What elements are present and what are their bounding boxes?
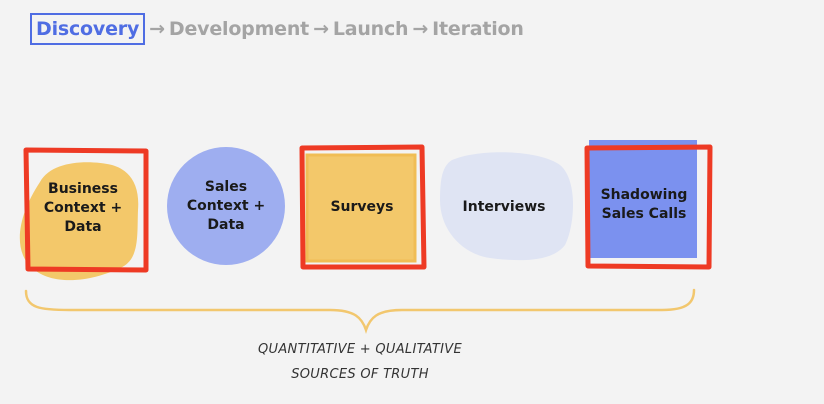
node-label-shadowing: Shadowing Sales Calls: [600, 187, 688, 222]
node-label-sales-context: Sales Context + Data: [186, 178, 266, 233]
caption-line-2: SOURCES OF TRUTH: [291, 367, 429, 382]
arrow-3: →: [412, 18, 429, 40]
highlight-box-business: [23, 147, 149, 273]
node-label-surveys: Surveys: [330, 198, 394, 215]
node-label-business-context: Business Context + Data: [43, 180, 123, 235]
step-iteration: Iteration: [432, 18, 524, 40]
arrow-2: →: [313, 18, 329, 40]
step-launch: Launch: [332, 18, 409, 40]
grouping-brace: [24, 288, 696, 334]
interviews-blob: [440, 152, 574, 261]
step-development: Development: [168, 18, 310, 40]
highlight-box-surveys: [299, 144, 427, 270]
process-breadcrumb: Discovery → Development → Launch → Itera…: [30, 12, 524, 46]
surveys-square: [305, 153, 417, 263]
node-label-interviews: Interviews: [462, 198, 546, 215]
business-context-blob: [19, 162, 139, 281]
step-discovery: Discovery: [30, 13, 146, 45]
sales-context-circle: [167, 147, 285, 265]
shadowing-square: [589, 140, 697, 258]
arrow-1: →: [149, 18, 165, 40]
highlight-box-shadowing: [584, 144, 713, 270]
caption-line-1: QUANTITATIVE + QUALITATIVE: [258, 342, 462, 357]
